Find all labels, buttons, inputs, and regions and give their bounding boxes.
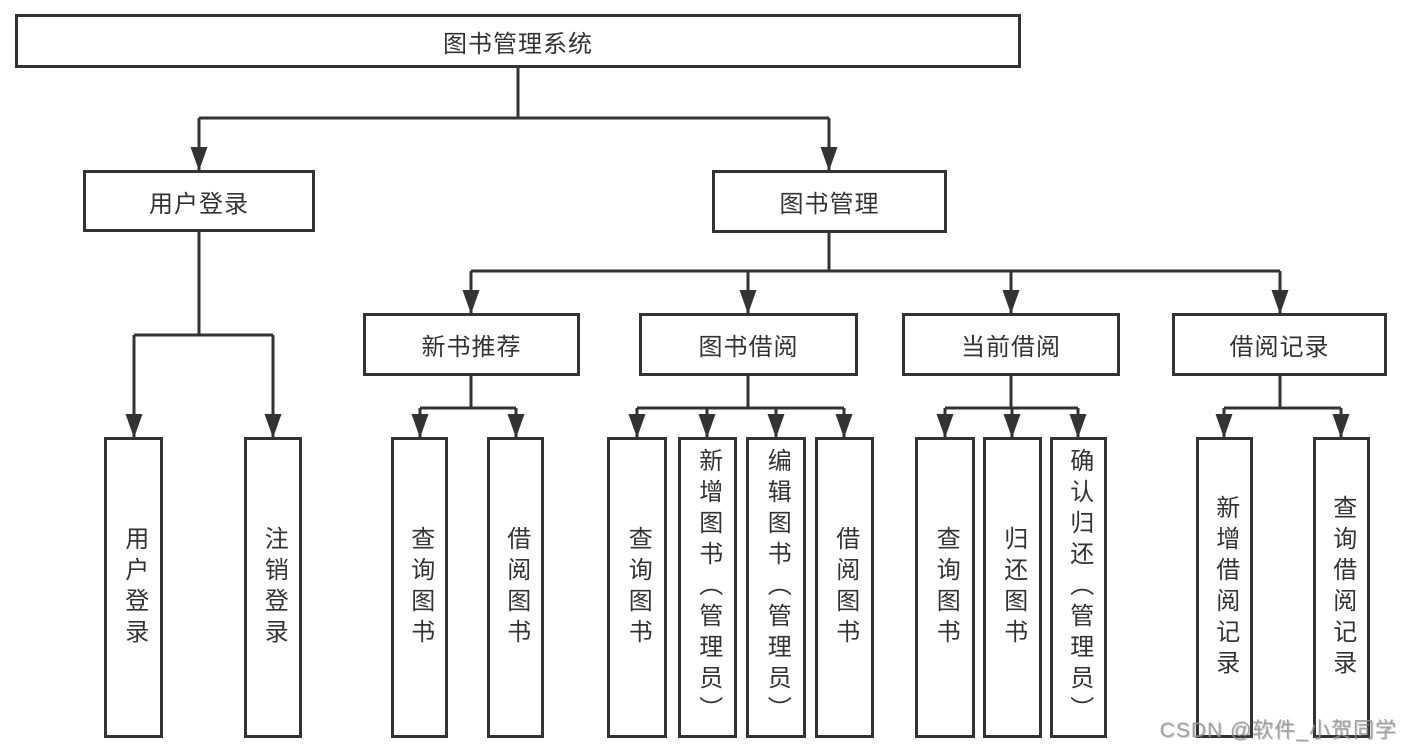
node-label: 归还图书 (999, 525, 1027, 650)
node-label: 注销登录 (260, 525, 288, 650)
node-br-add-record: 新增借阅记录 (1196, 437, 1253, 738)
node-root: 图书管理系统 (15, 14, 1021, 68)
watermark: CSDN @软件_小贺同学 (1159, 719, 1397, 742)
node-book-mgmt: 图书管理 (712, 170, 947, 233)
node-nbr-query-book: 查询图书 (391, 437, 448, 738)
node-cb-confirm-return: 确认归还（管理员） (1050, 437, 1107, 738)
node-label: 新增借阅记录 (1211, 494, 1239, 681)
node-bb-borrow-book: 借阅图书 (815, 437, 874, 738)
node-label: 查询借阅记录 (1328, 494, 1356, 681)
node-label: 新增图书（管理员） (694, 448, 722, 727)
node-label: 确认归还（管理员） (1065, 448, 1093, 727)
node-label: 编辑图书（管理员） (763, 448, 791, 727)
node-label: 借阅图书 (502, 525, 530, 650)
node-nbr-borrow-book: 借阅图书 (487, 437, 544, 738)
node-label: 查询图书 (932, 525, 960, 650)
node-bb-edit-book: 编辑图书（管理员） (746, 437, 806, 738)
node-ul-login: 用户登录 (104, 437, 163, 738)
node-ul-logout: 注销登录 (244, 437, 302, 738)
node-label: 查询图书 (624, 525, 652, 650)
node-current-borrow: 当前借阅 (902, 313, 1120, 376)
node-label: 借阅图书 (831, 525, 859, 650)
node-bb-query-book: 查询图书 (607, 437, 667, 738)
node-cb-return-book: 归还图书 (983, 437, 1042, 738)
node-book-borrow: 图书借阅 (639, 313, 858, 376)
node-user-login: 用户登录 (83, 170, 315, 232)
node-bb-add-book: 新增图书（管理员） (678, 437, 737, 738)
node-new-book-rec: 新书推荐 (363, 313, 580, 376)
node-label: 查询图书 (406, 525, 434, 650)
node-br-query-record: 查询借阅记录 (1313, 437, 1370, 738)
node-cb-query-book: 查询图书 (915, 437, 975, 738)
node-label: 用户登录 (120, 525, 148, 650)
node-borrow-record: 借阅记录 (1172, 313, 1387, 376)
